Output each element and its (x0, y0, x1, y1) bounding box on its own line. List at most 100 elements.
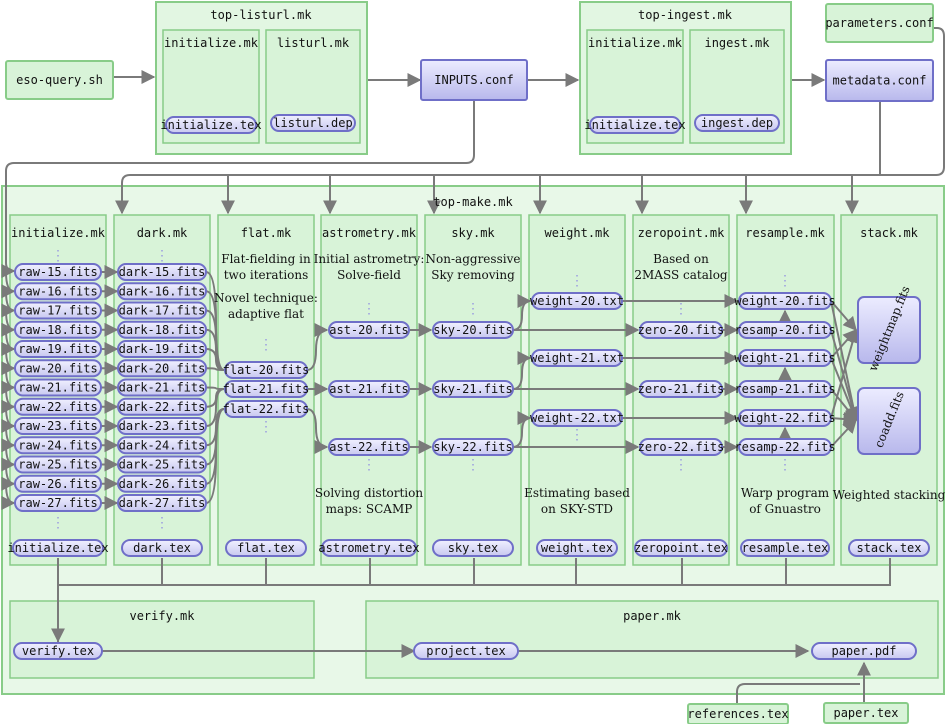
resample-file-5[interactable]: resamp-22.fits (734, 438, 836, 456)
resample-file-0-shape (738, 292, 832, 310)
dark-tex-node[interactable]: dark.tex (121, 539, 203, 557)
top-ingest-ingest-dep[interactable]: ingest.dep (694, 114, 780, 132)
weight-txt-1[interactable]: weight-21.txt (530, 349, 624, 367)
raw-file-7[interactable]: raw-22.fits (14, 397, 102, 416)
weight-txt-0-shape (531, 292, 623, 310)
dark-file-3[interactable]: dark-18.fits (117, 320, 207, 339)
weight-txt-0[interactable]: weight-20.txt (530, 292, 624, 310)
project-tex-node[interactable]: project.tex (413, 642, 519, 660)
sky-file-0[interactable]: sky-20.fits (432, 321, 514, 339)
raw-file-8[interactable]: raw-23.fits (14, 417, 102, 435)
astrometry-desc-3: Solving distortion (315, 486, 423, 500)
top-ingest-initialize-tex[interactable]: initialize.tex (584, 116, 686, 134)
raw-file-3[interactable]: raw-18.fits (14, 320, 102, 339)
resample-file-3[interactable]: resamp-21.fits (734, 380, 836, 398)
raw-file-4[interactable]: raw-19.fits (14, 340, 102, 358)
initialize-tex-node-label: initialize.tex (7, 541, 108, 555)
coadd-node[interactable]: coadd.fits (857, 387, 921, 455)
dark-file-11[interactable]: dark-26.fits (117, 474, 207, 493)
dark-file-0[interactable]: dark-15.fits (117, 263, 207, 281)
dark-file-3-label: dark-18.fits (119, 323, 206, 337)
col-flat-title: flat.mk (241, 226, 292, 240)
resample-file-1-label: resamp-20.fits (734, 323, 835, 337)
raw-file-5[interactable]: raw-20.fits (14, 359, 102, 378)
resample-file-0[interactable]: weight-20.fits (734, 292, 836, 310)
paper-pdf-node[interactable]: paper.pdf (811, 642, 917, 660)
zero-file-1[interactable]: zero-21.fits (638, 380, 725, 398)
dark-file-10[interactable]: dark-25.fits (117, 455, 207, 474)
raw-file-11[interactable]: raw-26.fits (14, 474, 102, 493)
sky-file-1[interactable]: sky-21.fits (432, 380, 514, 398)
dark-file-7[interactable]: dark-22.fits (117, 397, 207, 416)
raw-file-12[interactable]: raw-27.fits (14, 494, 102, 512)
raw-file-10[interactable]: raw-25.fits (14, 455, 102, 474)
references-tex-node[interactable]: references.tex (687, 703, 789, 724)
zero-file-2-shape (639, 438, 723, 456)
zeropoint-tex-node[interactable]: zeropoint.tex (634, 539, 728, 557)
zero-file-1-label: zero-21.fits (638, 382, 725, 396)
weight-txt-2[interactable]: weight-22.txt (530, 409, 624, 427)
ast-file-0-label: ast-20.fits (329, 323, 408, 337)
dark-file-8[interactable]: dark-23.fits (117, 417, 207, 435)
paper-pdf-node-shape (811, 642, 917, 660)
raw-file-0[interactable]: raw-15.fits (14, 263, 102, 281)
weight-tex-node[interactable]: weight.tex (536, 539, 618, 557)
raw-file-6[interactable]: raw-21.fits (14, 378, 102, 397)
verify-tex-node[interactable]: verify.tex (13, 642, 103, 660)
zero-file-0[interactable]: zero-20.fits (638, 321, 725, 339)
dark-file-1[interactable]: dark-16.fits (117, 282, 207, 301)
initialize-tex-node[interactable]: initialize.tex (7, 539, 109, 557)
parameters-conf-node[interactable]: parameters.conf (825, 3, 934, 43)
astrometry-tex-node[interactable]: astrometry.tex (318, 539, 420, 557)
flat-desc-4: adaptive flat (228, 307, 304, 321)
inputs-conf-node[interactable]: INPUTS.conf (420, 59, 528, 101)
ast-file-2[interactable]: ast-22.fits (328, 438, 410, 456)
dark-file-6[interactable]: dark-21.fits (117, 378, 207, 397)
dark-file-5[interactable]: dark-20.fits (117, 359, 207, 378)
raw-file-4-shape (14, 340, 102, 358)
weight-desc-2: on SKY-STD (541, 502, 613, 516)
resample-file-2[interactable]: weight-21.fits (734, 349, 836, 367)
edge-parameters-bus (115, 27, 945, 215)
flat-tex-node[interactable]: flat.tex (225, 539, 307, 557)
dark-file-12[interactable]: dark-27.fits (117, 494, 207, 512)
flat-file-0[interactable]: flat-20.fits (223, 361, 310, 379)
zeropoint-dots-top: ⋮ (674, 301, 688, 317)
zero-file-2[interactable]: zero-22.fits (638, 438, 725, 456)
ast-file-0[interactable]: ast-20.fits (328, 321, 410, 339)
sky-tex-node[interactable]: sky.tex (432, 539, 514, 557)
zeropoint-desc-1: Based on (653, 252, 709, 266)
resample-file-1[interactable]: resamp-20.fits (734, 321, 836, 339)
sky-file-2[interactable]: sky-22.fits (432, 438, 514, 456)
raw-file-2[interactable]: raw-17.fits (14, 301, 102, 320)
stack-tex-node[interactable]: stack.tex (848, 539, 930, 557)
labels: top-listurl.mk initialize.mk listurl.mk … (11, 8, 919, 623)
dark-file-4[interactable]: dark-19.fits (117, 340, 207, 358)
top-listurl-initialize-tex[interactable]: initialize.tex (160, 116, 262, 134)
paper-tex-node[interactable]: paper.tex (823, 702, 909, 724)
flat-file-1[interactable]: flat-21.fits (223, 380, 310, 398)
raw-file-9[interactable]: raw-24.fits (14, 436, 102, 455)
flat-file-2[interactable]: flat-22.fits (223, 400, 310, 418)
resample-tex-node-shape (740, 539, 830, 557)
raw-file-8-label: raw-23.fits (18, 419, 97, 433)
raw-file-1[interactable]: raw-16.fits (14, 282, 102, 301)
weightmap-node[interactable]: weightmap.fits (857, 284, 921, 373)
resample-file-4[interactable]: weight-22.fits (734, 409, 836, 427)
top-listurl-listurl-dep[interactable]: listurl.dep (270, 114, 356, 132)
weight-tex-node-shape (536, 539, 618, 557)
inputs-conf-node-label: INPUTS.conf (434, 73, 513, 87)
zero-file-0-shape (639, 321, 723, 339)
edge-input-raw-9 (1, 425, 16, 453)
col-initialize-title: initialize.mk (11, 226, 106, 240)
metadata-conf-node[interactable]: metadata.conf (825, 59, 934, 102)
dark-file-2[interactable]: dark-17.fits (117, 301, 207, 320)
flat-file-2-label: flat-22.fits (223, 402, 310, 416)
descriptions: Flat-fielding in two iterations Novel te… (214, 252, 945, 516)
ast-file-1[interactable]: ast-21.fits (328, 380, 410, 398)
zeropoint-dots-bottom: ⋮ (674, 457, 688, 473)
dark-file-9[interactable]: dark-24.fits (117, 436, 207, 455)
resample-tex-node[interactable]: resample.tex (740, 539, 830, 557)
eso-query-node[interactable]: eso-query.sh (5, 60, 114, 100)
edge-sky-weight-2 (512, 411, 532, 448)
